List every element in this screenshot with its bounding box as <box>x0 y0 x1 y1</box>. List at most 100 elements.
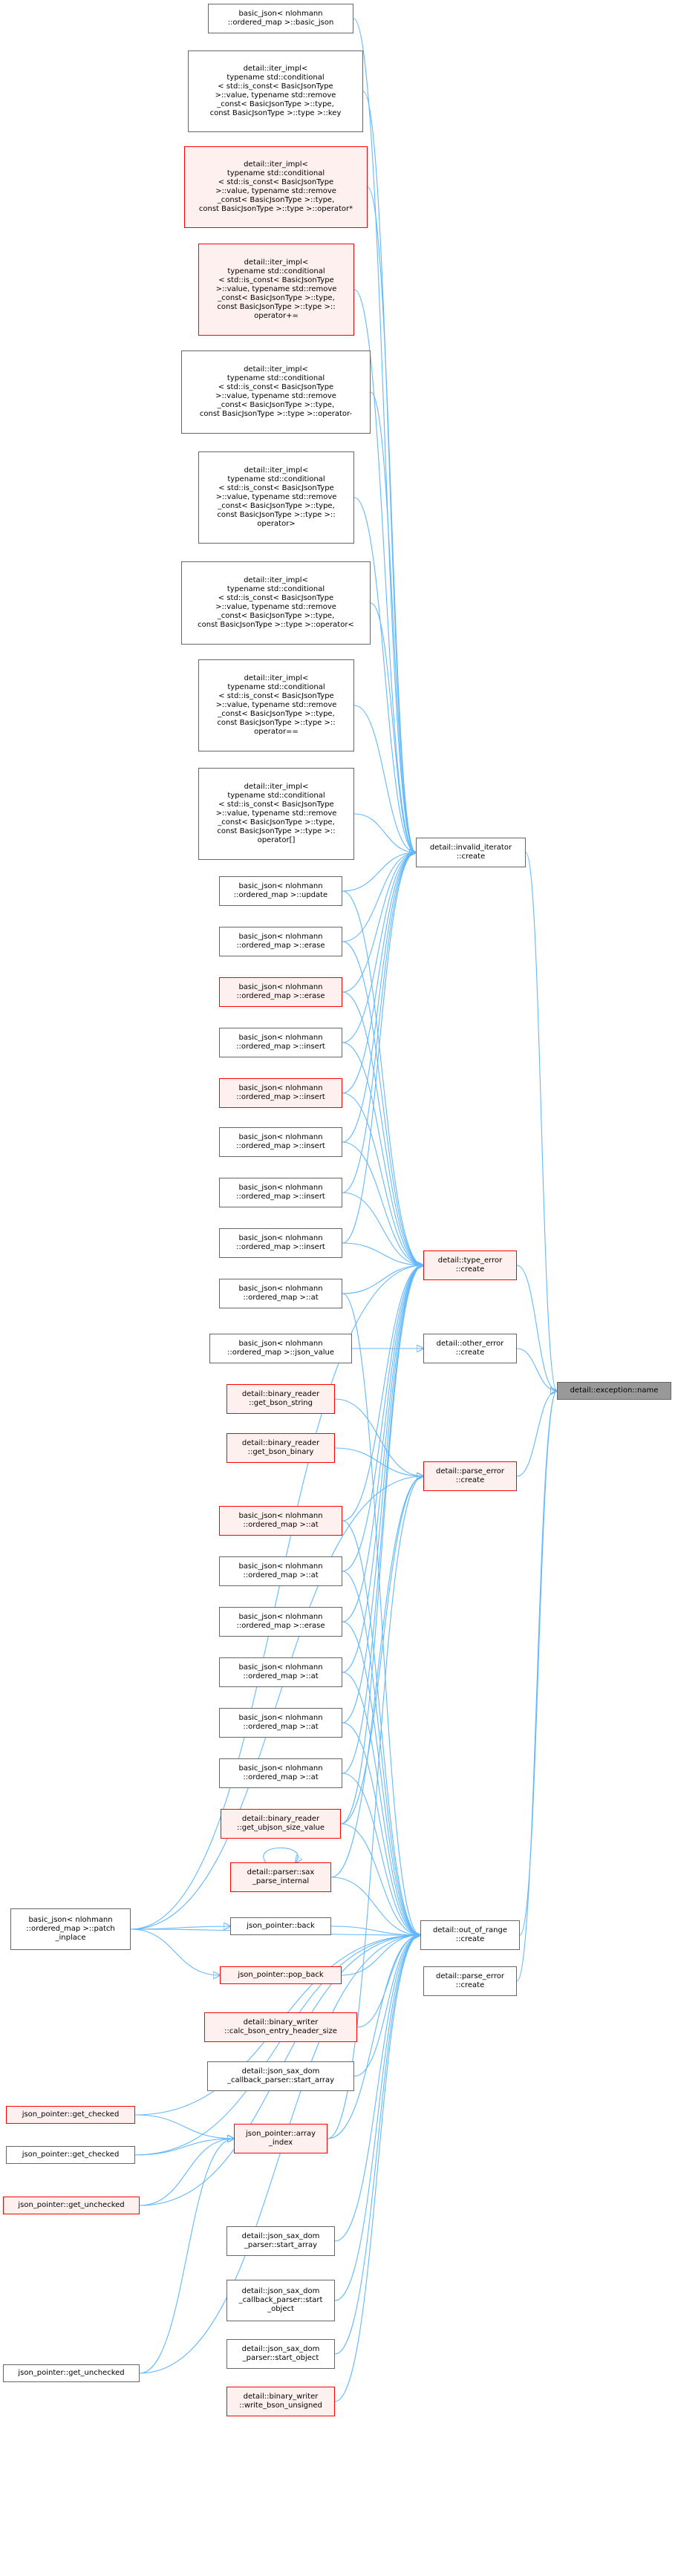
node-bw-calc-bson-entry-header-size[interactable]: detail::binary_writer ::calc_bson_entry_… <box>204 2012 357 2042</box>
node-bj-basic-json[interactable]: basic_json< nlohmann ::ordered_map >::ba… <box>208 4 353 33</box>
edge-om-at2-to-type-error-create <box>342 1265 423 1522</box>
edge-om-at2-to-out-of-range-create <box>342 1520 420 1935</box>
node-type-error-create[interactable]: detail::type_error ::create <box>423 1250 517 1280</box>
edge-out-of-range-create-to-exception-name <box>519 1391 557 1936</box>
node-exception-name[interactable]: detail::exception::name <box>557 1382 671 1400</box>
edge-om-insert4-to-invalid-iterator-create <box>342 852 416 1193</box>
edge-om-at3-to-out-of-range-create <box>342 1571 420 1935</box>
edge-om-insert4-to-type-error-create <box>342 1192 423 1265</box>
node-om-at1[interactable]: basic_json< nlohmann ::ordered_map >::at <box>219 1279 342 1308</box>
node-om-insert1[interactable]: basic_json< nlohmann ::ordered_map >::in… <box>219 1028 342 1057</box>
node-om-at3[interactable]: basic_json< nlohmann ::ordered_map >::at <box>219 1556 342 1586</box>
node-bw-write-bson-unsigned[interactable]: detail::binary_writer ::write_bson_unsig… <box>226 2387 335 2416</box>
node-jp-get-checked1[interactable]: json_pointer::get_checked <box>6 2106 135 2124</box>
edge-jsd-start-object-to-out-of-range-create <box>334 1935 420 2355</box>
edge-type-error-create-to-exception-name <box>516 1265 557 1391</box>
edge-om-patch-inplace-to-type-error-create <box>130 1265 423 1930</box>
node-other-error-create[interactable]: detail::other_error ::create <box>423 1334 517 1363</box>
edge-om-erase1-to-type-error-create <box>342 941 423 1265</box>
node-om-update[interactable]: basic_json< nlohmann ::ordered_map >::up… <box>219 876 342 906</box>
edge-om-at5-to-type-error-create <box>342 1265 423 1724</box>
node-om-erase3[interactable]: basic_json< nlohmann ::ordered_map >::er… <box>219 1607 342 1637</box>
edge-jp-get-unchecked1-to-jp-array-index <box>139 2139 234 2206</box>
node-jp-get-checked2[interactable]: json_pointer::get_checked <box>6 2146 135 2164</box>
edge-om-insert2-to-type-error-create <box>342 1092 423 1265</box>
node-br-get-bson-string[interactable]: detail::binary_reader ::get_bson_string <box>226 1384 335 1414</box>
edge-om-insert2-to-invalid-iterator-create <box>342 852 416 1094</box>
edge-jp-back-to-out-of-range-create <box>330 1926 420 1935</box>
node-iter-key[interactable]: detail::iter_impl< typename std::conditi… <box>188 50 363 132</box>
node-iter-op-gt[interactable]: detail::iter_impl< typename std::conditi… <box>198 451 354 544</box>
node-om-patch-inplace[interactable]: basic_json< nlohmann ::ordered_map >::pa… <box>10 1908 131 1950</box>
edge-br-get-bson-binary-to-parse-error-create1 <box>334 1447 423 1476</box>
node-om-insert3[interactable]: basic_json< nlohmann ::ordered_map >::in… <box>219 1127 342 1157</box>
node-parse-error-create2[interactable]: detail::parse_error ::create <box>423 1966 517 1996</box>
edge-om-at6-to-type-error-create <box>342 1265 423 1774</box>
edge-iter-key-to-invalid-iterator-create <box>362 91 416 852</box>
edge-om-at1-to-type-error-create <box>342 1265 423 1294</box>
node-iter-op-lt[interactable]: detail::iter_impl< typename std::conditi… <box>181 561 371 645</box>
edge-om-erase2-to-type-error-create <box>342 991 423 1265</box>
node-br-get-ubjson-size-value[interactable]: detail::binary_reader ::get_ubjson_size_… <box>221 1809 341 1839</box>
node-jp-back[interactable]: json_pointer::back <box>230 1917 331 1935</box>
edge-bj-basic-json-to-invalid-iterator-create <box>353 18 416 852</box>
node-jp-pop-back[interactable]: json_pointer::pop_back <box>220 1966 342 1984</box>
node-br-get-bson-binary[interactable]: detail::binary_reader ::get_bson_binary <box>226 1433 335 1463</box>
node-jsd-start-object[interactable]: detail::json_sax_dom _parser::start_obje… <box>226 2339 335 2369</box>
node-om-insert5[interactable]: basic_json< nlohmann ::ordered_map >::in… <box>219 1228 342 1258</box>
node-om-insert4[interactable]: basic_json< nlohmann ::ordered_map >::in… <box>219 1178 342 1207</box>
node-iter-op-index[interactable]: detail::iter_impl< typename std::conditi… <box>198 768 354 860</box>
node-om-erase2[interactable]: basic_json< nlohmann ::ordered_map >::er… <box>219 977 342 1007</box>
edge-om-erase2-to-invalid-iterator-create <box>342 852 416 993</box>
node-om-json-value[interactable]: basic_json< nlohmann ::ordered_map >::js… <box>209 1334 352 1363</box>
edge-jp-array-index-to-parse-error-create1 <box>327 1476 423 2139</box>
edge-om-erase1-to-invalid-iterator-create <box>342 852 416 942</box>
edge-iter-op-gt-to-invalid-iterator-create <box>353 497 416 852</box>
edge-om-update-to-invalid-iterator-create <box>342 852 416 892</box>
edge-parser-sax-parse-internal-to-parser-sax-parse-internal <box>263 1848 298 1863</box>
edge-om-erase3-to-out-of-range-create <box>342 1621 420 1935</box>
edge-br-get-bson-string-to-parse-error-create1 <box>334 1398 423 1476</box>
node-invalid-iterator-create[interactable]: detail::invalid_iterator ::create <box>416 838 526 867</box>
edge-om-at3-to-type-error-create <box>342 1265 423 1572</box>
node-om-at2[interactable]: basic_json< nlohmann ::ordered_map >::at <box>219 1506 342 1536</box>
node-iter-op-eqeq[interactable]: detail::iter_impl< typename std::conditi… <box>198 659 354 751</box>
node-jsd-callback-start-array[interactable]: detail::json_sax_dom _callback_parser::s… <box>207 2061 354 2091</box>
edge-om-insert5-to-type-error-create <box>342 1242 423 1265</box>
edge-iter-op-eqeq-to-invalid-iterator-create <box>353 705 416 852</box>
edge-jsd-callback-start-object-to-out-of-range-create <box>334 1935 420 2301</box>
node-iter-op-minus[interactable]: detail::iter_impl< typename std::conditi… <box>181 350 371 434</box>
edge-parser-sax-parse-internal-to-parse-error-create1 <box>330 1476 423 1878</box>
node-om-at4[interactable]: basic_json< nlohmann ::ordered_map >::at <box>219 1657 342 1687</box>
edge-iter-op-index-to-invalid-iterator-create <box>353 813 416 852</box>
edge-om-update-to-type-error-create <box>342 890 423 1265</box>
node-parse-error-create1[interactable]: detail::parse_error ::create <box>423 1461 517 1491</box>
node-jsd-callback-start-object[interactable]: detail::json_sax_dom _callback_parser::s… <box>226 2280 335 2321</box>
node-om-at5[interactable]: basic_json< nlohmann ::ordered_map >::at <box>219 1708 342 1738</box>
edge-parse-error-create2-to-exception-name <box>516 1391 557 1982</box>
edge-jsd-start-array-to-out-of-range-create <box>334 1935 420 2242</box>
edge-jsd-callback-start-array-to-out-of-range-create <box>353 1935 420 2077</box>
node-iter-op-pluseq[interactable]: detail::iter_impl< typename std::conditi… <box>198 244 354 336</box>
node-om-insert2[interactable]: basic_json< nlohmann ::ordered_map >::in… <box>219 1078 342 1108</box>
node-om-at6[interactable]: basic_json< nlohmann ::ordered_map >::at <box>219 1758 342 1788</box>
edge-om-insert3-to-invalid-iterator-create <box>342 852 416 1143</box>
edge-invalid-iterator-create-to-exception-name <box>525 852 557 1391</box>
edge-om-insert1-to-type-error-create <box>342 1042 423 1265</box>
edge-om-at6-to-out-of-range-create <box>342 1773 420 1935</box>
node-jp-get-unchecked2[interactable]: json_pointer::get_unchecked <box>3 2364 140 2382</box>
node-jp-array-index[interactable]: json_pointer::array _index <box>234 2124 327 2153</box>
node-om-erase1[interactable]: basic_json< nlohmann ::ordered_map >::er… <box>219 927 342 956</box>
edge-jp-get-unchecked2-to-jp-array-index <box>139 2139 234 2374</box>
node-jsd-start-array[interactable]: detail::json_sax_dom _parser::start_arra… <box>226 2226 335 2256</box>
node-parser-sax-parse-internal[interactable]: detail::parser::sax _parse_internal <box>230 1862 331 1892</box>
node-out-of-range-create[interactable]: detail::out_of_range ::create <box>420 1920 520 1950</box>
edge-om-patch-inplace-to-parse-error-create1 <box>130 1476 423 1930</box>
node-jp-get-unchecked1[interactable]: json_pointer::get_unchecked <box>3 2197 140 2214</box>
edge-br-get-ubjson-size-value-to-type-error-create <box>340 1265 423 1825</box>
node-iter-op-star[interactable]: detail::iter_impl< typename std::conditi… <box>184 146 368 228</box>
edge-jp-get-checked2-to-jp-array-index <box>134 2139 234 2156</box>
edge-iter-op-star-to-invalid-iterator-create <box>367 186 416 852</box>
